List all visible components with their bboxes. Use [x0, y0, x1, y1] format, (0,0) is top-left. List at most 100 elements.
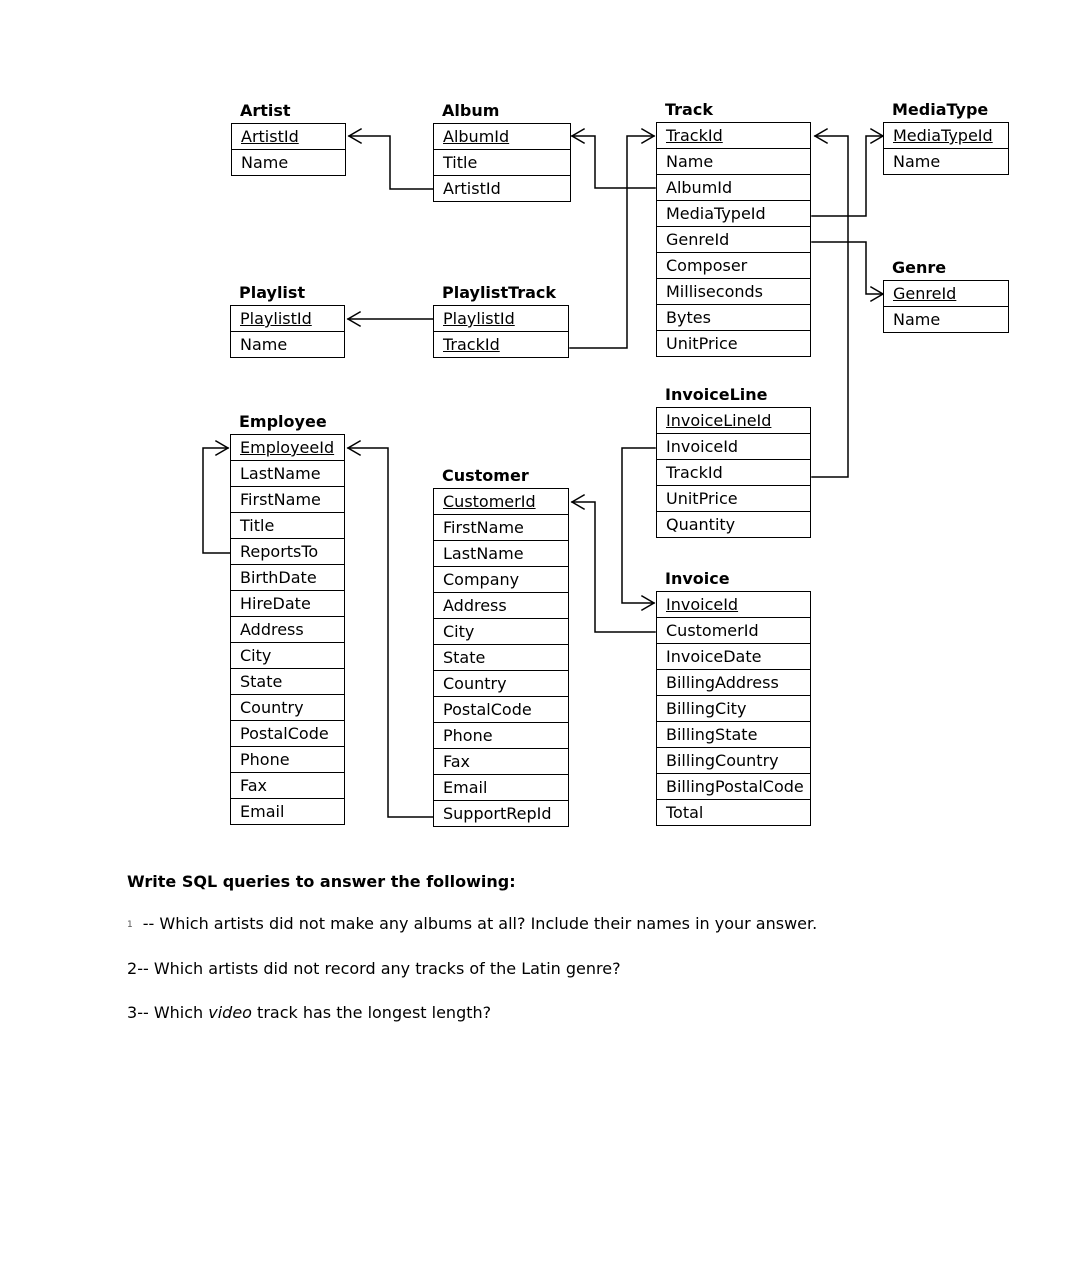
link-track-mediatype: [811, 135, 884, 217]
entity-playlisttrack: PlaylistTrack PlaylistId TrackId: [433, 283, 569, 358]
field: Email: [231, 798, 344, 824]
field-list: ArtistId Name: [231, 123, 346, 176]
field-primary-key: ArtistId: [241, 127, 299, 146]
questions-heading: Write SQL queries to answer the followin…: [127, 872, 516, 891]
link-invoice-customer: [571, 501, 656, 633]
field: Fax: [434, 748, 568, 774]
field: Email: [434, 774, 568, 800]
field-primary-key: TrackId: [434, 331, 568, 357]
link-album-artist: [348, 135, 434, 190]
field: Name: [657, 148, 810, 174]
entity-title: Customer: [442, 466, 529, 485]
field: Name: [232, 149, 345, 175]
field: CustomerId: [657, 617, 810, 643]
question-item: 3-- Which video track has the longest le…: [127, 1003, 1027, 1023]
field-list: TrackId Name AlbumId MediaTypeId GenreId…: [656, 122, 811, 357]
field-primary-key: InvoiceId: [666, 595, 739, 614]
arrowhead-employee-from-customer: [346, 439, 362, 457]
link-track-genre: [811, 241, 884, 295]
entity-invoiceline: InvoiceLine InvoiceLineId InvoiceId Trac…: [656, 385, 811, 538]
field: Title: [231, 512, 344, 538]
link-invoiceline-track: [811, 135, 849, 478]
entity-invoice: Invoice InvoiceId CustomerId InvoiceDate…: [656, 569, 811, 826]
question-text: Which artists did not record any tracks …: [153, 958, 621, 978]
field: TrackId: [657, 459, 810, 485]
question-number: 1: [127, 919, 133, 930]
entity-title: Employee: [239, 412, 327, 431]
arrowhead-invoice: [640, 594, 656, 612]
question-separator: --: [142, 914, 160, 933]
link-playlisttrack-track: [569, 135, 655, 349]
field: Fax: [231, 772, 344, 798]
entity-title: Genre: [892, 258, 947, 277]
field: City: [434, 618, 568, 644]
field-list: EmployeeId LastName FirstName Title Repo…: [230, 434, 345, 825]
entity-genre: Genre GenreId Name: [883, 258, 1009, 333]
field: HireDate: [231, 590, 344, 616]
entity-title: Track: [665, 100, 713, 119]
field: BillingCity: [657, 695, 810, 721]
field: ReportsTo: [231, 538, 344, 564]
field: ArtistId: [434, 175, 570, 201]
field-list: PlaylistId Name: [230, 305, 345, 358]
field-primary-key: InvoiceLineId: [666, 411, 772, 430]
question-item: 2-- Which artists did not record any tra…: [127, 959, 1027, 979]
field-primary-key: PlaylistId: [443, 309, 515, 328]
field-primary-key: AlbumId: [443, 127, 510, 146]
questions-section: Write SQL queries to answer the followin…: [127, 872, 1027, 1047]
field: Name: [231, 331, 344, 357]
entity-album: Album AlbumId Title ArtistId: [433, 101, 571, 202]
field: LastName: [231, 460, 344, 486]
field: MediaTypeId: [657, 200, 810, 226]
field-list: GenreId Name: [883, 280, 1009, 333]
link-employee-reportsto: [202, 447, 231, 554]
question-separator: --: [137, 1002, 154, 1022]
field: State: [231, 668, 344, 694]
entity-title: Playlist: [239, 283, 306, 302]
field: Country: [231, 694, 344, 720]
entity-title: Artist: [240, 101, 291, 120]
field: BillingCountry: [657, 747, 810, 773]
field: Phone: [231, 746, 344, 772]
field: InvoiceDate: [657, 643, 810, 669]
field: Phone: [434, 722, 568, 748]
field: LastName: [434, 540, 568, 566]
field: Address: [231, 616, 344, 642]
entity-title: MediaType: [892, 100, 989, 119]
field: Company: [434, 566, 568, 592]
field: Address: [434, 592, 568, 618]
question-emphasis: video: [208, 1002, 252, 1022]
field: BirthDate: [231, 564, 344, 590]
field-primary-key: EmployeeId: [240, 438, 335, 457]
entity-playlist: Playlist PlaylistId Name: [230, 283, 345, 358]
field: SupportRepId: [434, 800, 568, 826]
field-list: CustomerId FirstName LastName Company Ad…: [433, 488, 569, 827]
field: Total: [657, 799, 810, 825]
field: State: [434, 644, 568, 670]
entity-title: Album: [442, 101, 500, 120]
field-list: MediaTypeId Name: [883, 122, 1009, 175]
field: InvoiceId: [657, 433, 810, 459]
field: PostalCode: [231, 720, 344, 746]
arrowhead-customer: [570, 493, 586, 511]
entity-track: Track TrackId Name AlbumId MediaTypeId G…: [656, 100, 811, 357]
field-primary-key: MediaTypeId: [893, 126, 993, 145]
arrowhead-track-from-invoiceline: [813, 127, 829, 145]
field-primary-key: CustomerId: [443, 492, 536, 511]
entity-artist: Artist ArtistId Name: [231, 101, 346, 176]
entity-customer: Customer CustomerId FirstName LastName C…: [433, 466, 569, 827]
entity-title: PlaylistTrack: [442, 283, 557, 302]
arrowhead-track-from-playlisttrack: [640, 127, 656, 145]
field: FirstName: [434, 514, 568, 540]
field: Quantity: [657, 511, 810, 537]
entity-mediatype: MediaType MediaTypeId Name: [883, 100, 1009, 175]
entity-title: Invoice: [665, 569, 730, 588]
link-invoiceline-invoice: [621, 447, 656, 604]
link-track-album: [571, 135, 656, 189]
question-item: 1-- Which artists did not make any album…: [127, 914, 1027, 935]
arrowhead-artist: [347, 127, 363, 145]
arrowhead-playlist: [346, 310, 362, 328]
field-list: InvoiceId CustomerId InvoiceDate Billing…: [656, 591, 811, 826]
field: BillingPostalCode: [657, 773, 810, 799]
